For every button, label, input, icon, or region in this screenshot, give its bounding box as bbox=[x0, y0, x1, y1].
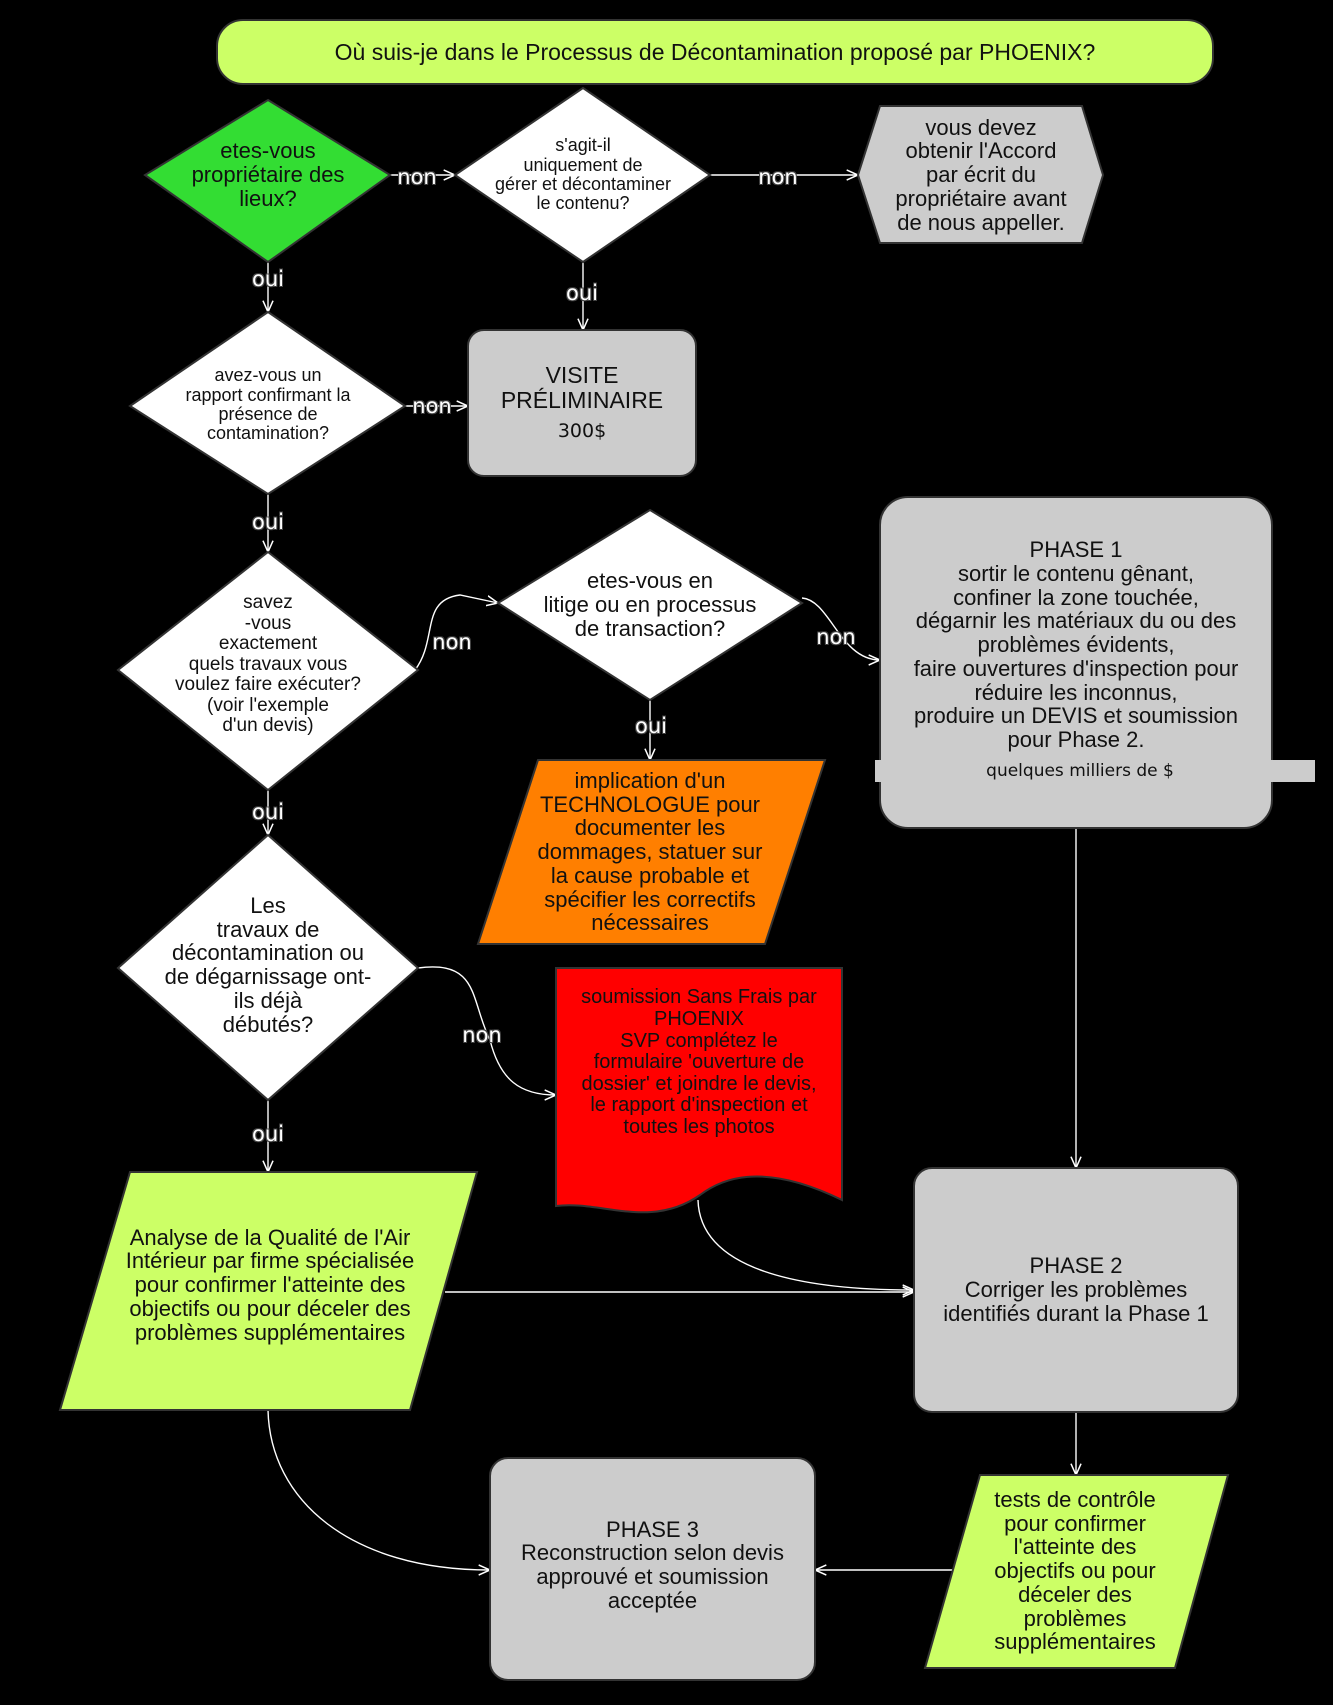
phase1-cost: quelques milliers de $ bbox=[986, 760, 1174, 781]
edge-litigation-phase1 bbox=[801, 597, 880, 660]
label-started-oui: oui bbox=[252, 1122, 284, 1146]
know-work-decision bbox=[116, 550, 420, 792]
label-report-oui: oui bbox=[252, 510, 284, 534]
edge-quote-phase2 bbox=[697, 1199, 914, 1290]
label-litigation-oui: oui bbox=[635, 714, 667, 738]
label-litigation-non: non bbox=[816, 625, 856, 649]
technologue-text: implication d'un TECHNOLOGUE pour docume… bbox=[537, 767, 763, 936]
air-quality-text: Analyse de la Qualité de l'Air Intérieur… bbox=[125, 1224, 415, 1345]
content-only-decision bbox=[453, 86, 712, 264]
visit-box bbox=[467, 329, 697, 477]
technologue-box bbox=[476, 759, 827, 945]
know-work-text: savez -vous exactement quels travaux vou… bbox=[175, 592, 361, 737]
phase2-box bbox=[913, 1167, 1239, 1413]
free-quote-text: soumission Sans Frais par PHOENIX SVP co… bbox=[581, 986, 817, 1138]
edge-know-litigation bbox=[414, 594, 498, 671]
owner-decision-text: etes-vous propriétaire des lieux? bbox=[191, 138, 345, 211]
visit-text: VISITE PRÉLIMINAIRE 300$ bbox=[468, 352, 696, 452]
label-started-non: non bbox=[462, 1023, 502, 1047]
label-know-oui: oui bbox=[252, 800, 284, 824]
phase3-box bbox=[489, 1457, 816, 1681]
content-only-text: s'agit-il uniquement de gérer et déconta… bbox=[494, 135, 672, 214]
phase1-box bbox=[879, 496, 1273, 829]
title-text: Où suis-je dans le Processus de Décontam… bbox=[334, 38, 1096, 65]
title-banner bbox=[216, 19, 1214, 85]
report-decision bbox=[128, 310, 407, 496]
litigation-decision bbox=[496, 508, 804, 702]
phase3-text: PHASE 3 Reconstruction selon devis appro… bbox=[521, 1516, 784, 1613]
started-text: Les travaux de décontamination ou de dég… bbox=[164, 892, 372, 1037]
report-decision-text: avez-vous un rapport confirmant la prése… bbox=[185, 365, 351, 444]
owner-decision bbox=[143, 98, 392, 264]
edge-started-quote bbox=[417, 966, 556, 1095]
label-owner-non: non bbox=[397, 165, 437, 189]
free-quote-document bbox=[555, 967, 843, 1214]
phase1-cost-band bbox=[875, 760, 1315, 782]
label-content-non: non bbox=[758, 165, 798, 189]
label-know-non: non bbox=[432, 630, 472, 654]
phase2-text: PHASE 2 Corriger les problèmes identifié… bbox=[943, 1253, 1209, 1326]
label-owner-oui: oui bbox=[252, 267, 284, 291]
visit-price: 300$ bbox=[557, 419, 607, 442]
label-content-oui: oui bbox=[566, 281, 598, 305]
label-report-non: non bbox=[412, 394, 452, 418]
litigation-text: etes-vous en litige ou en processus de t… bbox=[543, 568, 757, 641]
air-quality-box bbox=[58, 1171, 479, 1411]
need-agreement-text: vous devez obtenir l'Accord par écrit du… bbox=[895, 114, 1067, 235]
phase1-text: PHASE 1 sortir le contenu gênant, confin… bbox=[913, 537, 1239, 753]
edge-air-phase3 bbox=[267, 1409, 490, 1570]
visit-title: VISITE PRÉLIMINAIRE bbox=[500, 361, 664, 413]
control-tests-box bbox=[923, 1474, 1230, 1669]
control-tests-text: tests de contrôle pour confirmer l'attei… bbox=[994, 1486, 1156, 1655]
started-decision bbox=[116, 833, 420, 1102]
need-agreement-box bbox=[856, 105, 1105, 244]
